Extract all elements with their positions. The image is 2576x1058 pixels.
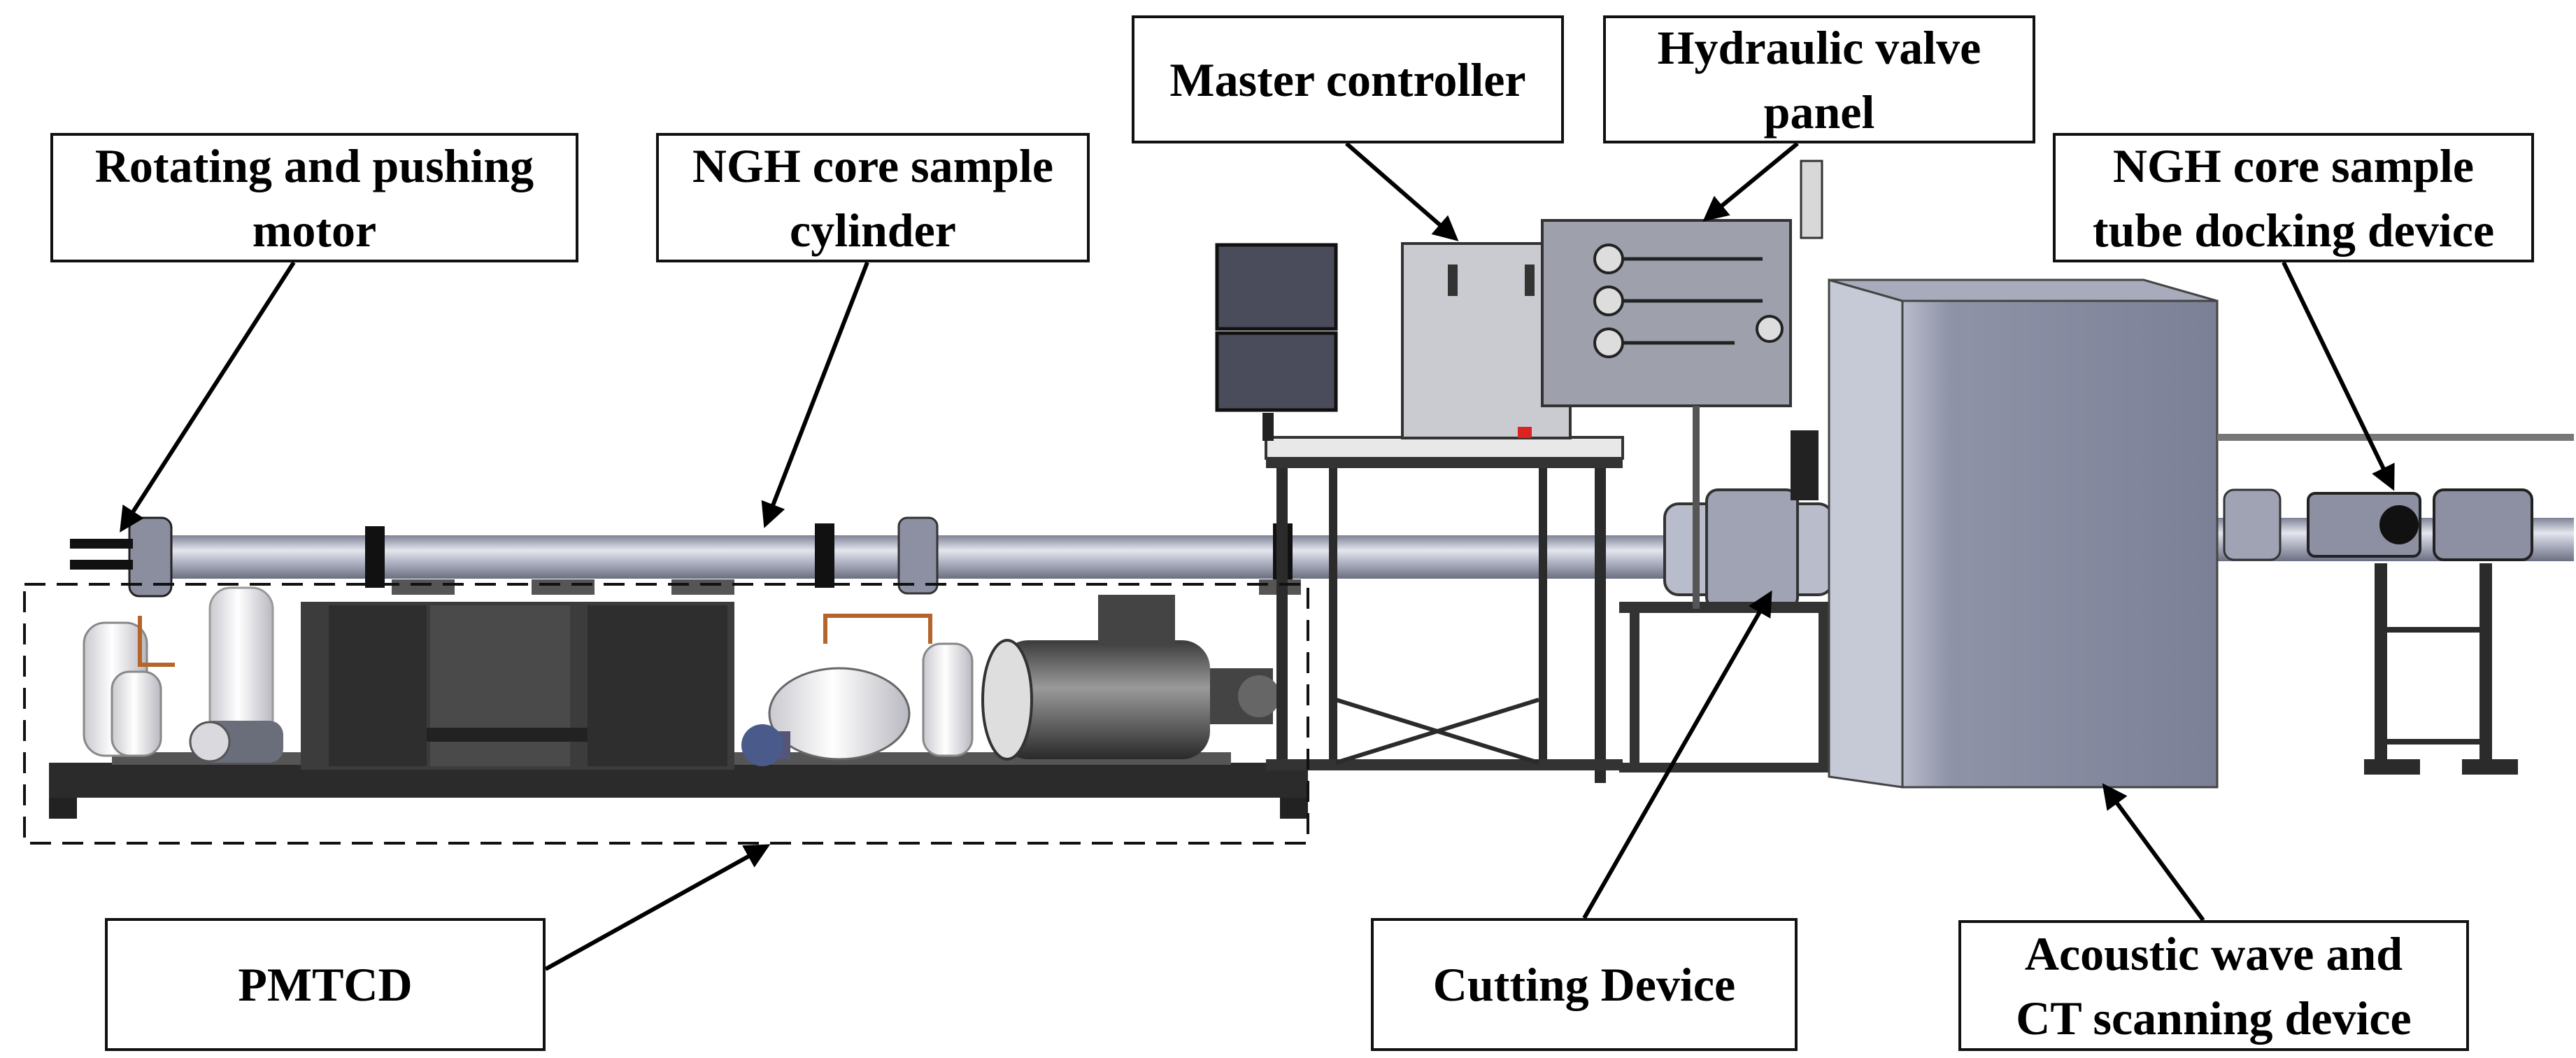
small-pump — [189, 721, 283, 763]
label-master-controller: Master controller — [1132, 15, 1564, 143]
arrow-core-cylinder — [761, 261, 869, 528]
label-hydraulic-valve-panel-line2: panel — [1763, 85, 1875, 139]
label-pmtcd: PMTCD — [105, 918, 546, 1051]
label-rotating-motor-line1: Rotating and pushing — [94, 139, 534, 192]
control-cabinets — [301, 602, 734, 770]
label-core-cylinder: NGH core sample cylinder — [656, 133, 1090, 262]
label-acoustic-ct-line1: Acoustic wave and — [2024, 926, 2403, 980]
label-core-cylinder-line2: cylinder — [790, 203, 956, 257]
arrow-master-controller — [1345, 141, 1459, 241]
arrow-cutting-device — [1582, 590, 1772, 919]
label-acoustic-ct-line2: CT scanning device — [2016, 991, 2412, 1045]
label-cutting-device-line1: Cutting Device — [1432, 958, 1736, 1011]
leader-lines — [120, 141, 2395, 971]
docking-device — [2217, 434, 2574, 775]
label-master-controller-line1: Master controller — [1169, 52, 1526, 106]
gas-tanks — [83, 586, 974, 757]
arrow-hydraulic-panel — [1702, 141, 1799, 222]
label-rotating-motor: Rotating and pushing motor — [50, 133, 578, 262]
large-motor — [981, 595, 1280, 761]
label-hydraulic-valve-panel: Hydraulic valve panel — [1603, 15, 2035, 143]
label-rotating-motor-line2: motor — [252, 203, 377, 257]
label-cutting-device: Cutting Device — [1371, 918, 1798, 1051]
label-hydraulic-valve-panel-line1: Hydraulic valve — [1657, 20, 1981, 74]
label-core-cylinder-line1: NGH core sample — [692, 139, 1054, 192]
hydraulic-valve-panel — [1541, 160, 1823, 609]
cutting-device-assembly — [1619, 430, 1843, 773]
acoustic-ct-enclosure — [1828, 278, 2219, 789]
compressor — [741, 667, 911, 766]
label-docking-device-line1: NGH core sample — [2112, 139, 2475, 192]
monitors — [1215, 243, 1338, 441]
label-pmtcd-line1: PMTCD — [238, 958, 413, 1011]
controller-table — [1265, 436, 1624, 783]
arrow-acoustic-ct — [2102, 783, 2205, 922]
label-docking-device: NGH core sample tube docking device — [2053, 133, 2534, 262]
arrow-docking-device — [2282, 261, 2395, 491]
arrow-rotating-motor — [120, 261, 296, 533]
label-docking-device-line2: tube docking device — [2092, 203, 2495, 257]
label-acoustic-ct: Acoustic wave and CT scanning device — [1958, 920, 2469, 1051]
arrow-pmtcd — [544, 844, 771, 971]
